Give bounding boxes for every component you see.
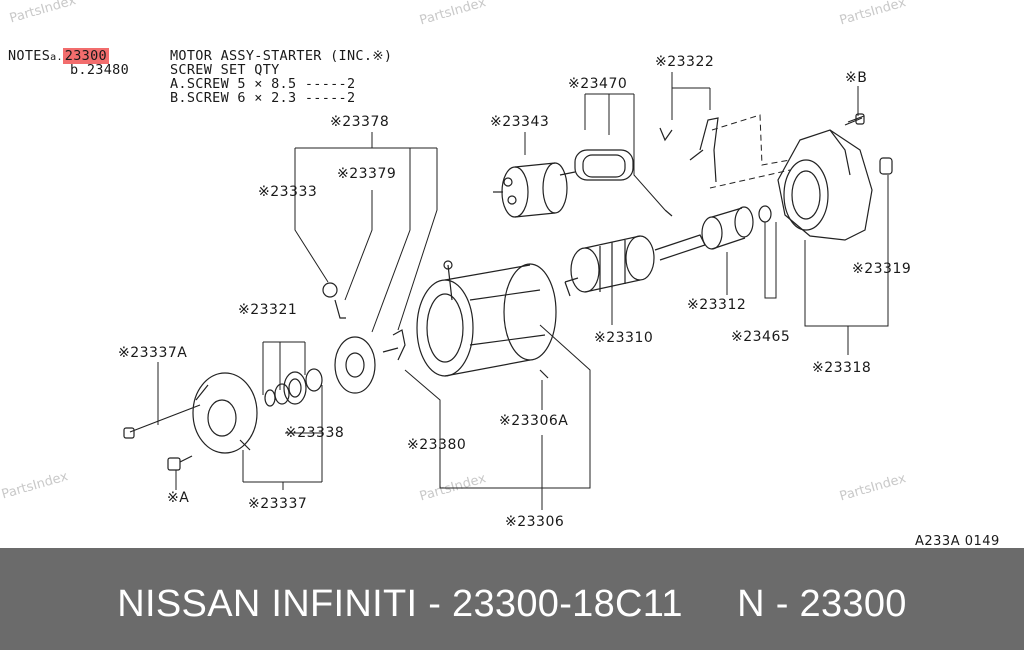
solenoid-23343 [493,162,568,218]
callout-23379[interactable]: ※23379 [337,166,397,182]
callout-23306A[interactable]: ※23306A [499,413,569,429]
gear-housing-23319 [777,115,893,241]
exploded-view-drawing [123,72,893,510]
figure-code: A233A 0149 [915,534,1000,549]
pinion-23312 [701,205,772,250]
callout-23306[interactable]: ※23306 [505,514,565,530]
armature-23310 [564,234,706,297]
notes-a-marker: a. [50,52,63,63]
part-number-highlight[interactable]: 23300 [62,48,109,64]
callout-23310[interactable]: ※23310 [594,330,654,346]
notes-prefix: NOTES [8,48,51,64]
footer-bar: NISSAN INFINITI - 23300-18C11 N - 23300 [0,548,1024,650]
yoke-23306 [416,260,557,379]
callout-23470[interactable]: ※23470 [568,76,628,92]
callout-23318[interactable]: ※23318 [812,360,872,376]
footer-title: NISSAN INFINITI - 23300-18C11 N - 23300 [117,583,907,625]
callout-23338[interactable]: ※23338 [285,425,345,441]
callout-23337[interactable]: ※23337 [248,496,308,512]
plunger-23470 [559,149,634,181]
callout-23333[interactable]: ※23333 [258,184,318,200]
screw-b [844,113,865,126]
parts-diagram: PartsIndex PartsIndex PartsIndex PartsIn… [0,0,1000,549]
notes-screw-b: B.SCREW 6 × 2.3 -----2 [170,90,356,106]
brush-holder [334,329,406,394]
callout-23312[interactable]: ※23312 [687,297,747,313]
notes-b-line: b.23480 [70,62,129,78]
callout-23378[interactable]: ※23378 [330,114,390,130]
leader-lines [157,72,889,510]
callout-23337A[interactable]: ※23337A [118,345,188,361]
notes-line-a: NOTESa.23300 [8,48,109,64]
brush-23333 [322,282,346,319]
callout-23465[interactable]: ※23465 [731,329,791,345]
shift-lever-23322 [659,117,719,217]
callout-23343[interactable]: ※23343 [490,114,550,130]
callout-23322[interactable]: ※23322 [655,54,715,70]
notes-screw-a: A.SCREW 5 × 8.5 -----2 [170,76,356,92]
notes-b-description: SCREW SET QTY [170,62,280,78]
through-bolt [123,404,201,439]
callout-23321[interactable]: ※23321 [238,302,298,318]
bearing-set [264,368,323,407]
callout-B[interactable]: ※B [845,70,868,86]
screw-a [167,455,193,471]
notes-a-description: MOTOR ASSY-STARTER (INC.※) [170,48,393,64]
callout-23319[interactable]: ※23319 [852,261,912,277]
rear-cover-23337 [192,372,258,454]
callout-23380[interactable]: ※23380 [407,437,467,453]
callout-A[interactable]: ※A [167,490,190,506]
